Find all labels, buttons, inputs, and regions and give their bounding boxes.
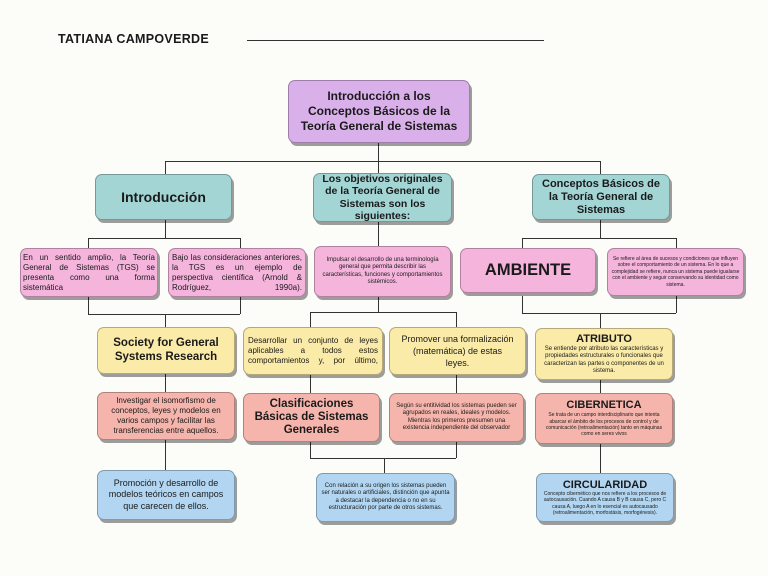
tgs-perspective-text: Bajo las consideraciones anteriores, la … [172, 252, 302, 292]
cibernetica-text: Se trata de un campo interdisciplinario … [545, 412, 663, 438]
header-rule [247, 40, 544, 41]
classification-box: Clasificaciones Básicas de Sistemas Gene… [243, 393, 380, 442]
ambiente-box: AMBIENTE [460, 248, 596, 293]
origin-box: Con relación a su origen los sistemas pu… [316, 473, 455, 522]
introduccion-heading: Introducción [121, 189, 206, 205]
formalization-text: Promover una formalización (matemática) … [401, 334, 514, 368]
conceptos-heading: Conceptos Básicos de la Teoría General d… [542, 177, 660, 216]
tgs-definition-text: En un sentido amplio, la Teoría General … [23, 252, 155, 292]
formalization-box: Promover una formalización (matemática) … [389, 327, 526, 375]
origin-text: Con relación a su origen los sistemas pu… [321, 482, 450, 512]
entitivity-text: Según su entitividad los sistemas pueden… [396, 402, 517, 432]
tgs-perspective-box: Bajo las consideraciones anteriores, la … [168, 248, 306, 297]
terminology-box: Impulsar el desarrollo de una terminolog… [314, 246, 451, 297]
atributo-box: ATRIBUTO Se entiende por atributo las ca… [535, 328, 673, 380]
ambiente-title: AMBIENTE [484, 261, 572, 279]
cibernetica-title: CIBERNETICA [566, 399, 642, 412]
theoretical-models-text: Promoción y desarrollo de modelos teóric… [108, 477, 224, 511]
society-title: Society for General Systems Research [113, 337, 219, 363]
circularidad-text: Concepto cibernético que nos refiere a l… [543, 490, 667, 516]
author-name: TATIANA CAMPOVERDE [58, 32, 209, 46]
introduccion-box: Introducción [95, 174, 232, 220]
circularidad-box: CIRCULARIDAD Concepto cibernético que no… [536, 473, 674, 522]
conceptos-box: Conceptos Básicos de la Teoría General d… [532, 174, 670, 220]
ambiente-definition-text: Se refiere al área de sucesos y condicio… [611, 255, 740, 288]
laws-box: Desarrollar un conjunto de leyes aplicab… [243, 327, 383, 375]
entitivity-box: Según su entitividad los sistemas pueden… [389, 393, 524, 442]
ambiente-definition-box: Se refiere al área de sucesos y condicio… [607, 248, 744, 296]
objetivos-heading: Los objetivos originales de la Teoría Ge… [322, 173, 443, 222]
laws-text: Desarrollar un conjunto de leyes aplicab… [248, 336, 378, 365]
root-topic-title: Introducción a los Conceptos Básicos de … [300, 89, 458, 133]
circularidad-title: CIRCULARIDAD [562, 478, 648, 491]
theoretical-models-box: Promoción y desarrollo de modelos teóric… [97, 470, 235, 520]
isomorphism-text: Investigar el isomorfismo de conceptos, … [111, 396, 221, 435]
cibernetica-box: CIBERNETICA Se trata de un campo interdi… [535, 393, 673, 444]
atributo-text: Se entiende por atributo las característ… [544, 345, 664, 375]
society-box: Society for General Systems Research [97, 327, 235, 374]
tgs-definition-box: En un sentido amplio, la Teoría General … [20, 248, 158, 297]
root-topic-box: Introducción a los Conceptos Básicos de … [288, 80, 470, 143]
objetivos-box: Los objetivos originales de la Teoría Ge… [313, 173, 452, 222]
isomorphism-box: Investigar el isomorfismo de conceptos, … [97, 392, 235, 440]
terminology-text: Impulsar el desarrollo de una terminolog… [322, 256, 443, 286]
atributo-title: ATRIBUTO [576, 332, 632, 345]
classification-title: Clasificaciones Básicas de Sistemas Gene… [254, 398, 369, 436]
